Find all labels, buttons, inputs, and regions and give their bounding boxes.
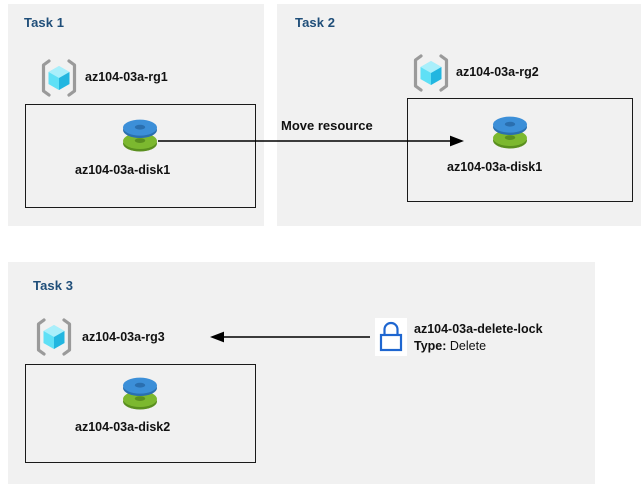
resource-group-icon — [38, 57, 80, 99]
task2-resource-group-label: az104-03a-rg2 — [456, 65, 539, 79]
task2-resource-box — [407, 98, 633, 202]
task1-panel — [8, 4, 264, 226]
resource-group-icon — [33, 316, 75, 358]
task2-panel — [277, 4, 641, 226]
task2-title: Task 2 — [295, 15, 336, 30]
managed-disk-icon — [118, 114, 162, 156]
task1-resource-group-label: az104-03a-rg1 — [85, 70, 168, 84]
lock-scope-arrow — [208, 327, 370, 347]
move-resource-arrow-label: Move resource — [281, 118, 373, 133]
task3-panel — [8, 262, 595, 484]
lock-type-row: Type: Delete — [414, 339, 486, 353]
task1-title: Task 1 — [24, 15, 65, 30]
resource-group-icon — [410, 52, 452, 94]
task3-resource-group-label: az104-03a-rg3 — [82, 330, 165, 344]
task3-title: Task 3 — [33, 278, 74, 293]
lock-type-value: Delete — [449, 339, 487, 353]
task1-resource-box — [25, 104, 256, 208]
managed-disk-icon — [118, 372, 162, 414]
task3-resource-box — [25, 364, 256, 463]
managed-disk-icon — [488, 111, 532, 153]
task2-resource-label: az104-03a-disk1 — [447, 160, 543, 174]
padlock-icon — [375, 318, 407, 356]
lock-type-label: Type: — [414, 339, 447, 353]
task1-resource-label: az104-03a-disk1 — [75, 163, 171, 177]
task3-resource-label: az104-03a-disk2 — [75, 420, 171, 434]
move-resource-arrow — [158, 131, 468, 151]
lock-name-label: az104-03a-delete-lock — [414, 322, 543, 336]
